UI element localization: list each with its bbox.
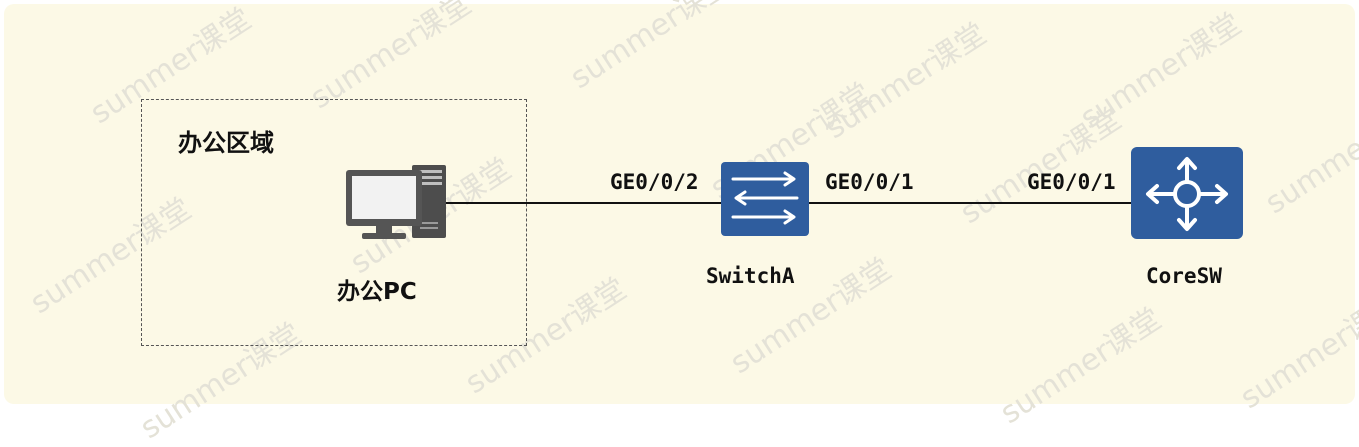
office-area-boundary <box>141 99 527 346</box>
switch-label: SwitchA <box>706 264 795 288</box>
diagram-canvas: summer课堂 summer课堂 summer课堂 summer课堂 summ… <box>4 0 1359 446</box>
area-label: 办公区域 <box>178 129 274 157</box>
switch-port-label-ge0-0-2: GE0/0/2 <box>610 170 699 194</box>
desktop-pc-icon <box>346 165 446 239</box>
switch-icon <box>721 162 809 236</box>
layer3-switch-icon <box>1131 147 1243 239</box>
core-switch-label: CoreSW <box>1146 264 1222 288</box>
diagram-graphics <box>346 147 1243 239</box>
core-port-label-ge0-0-1: GE0/0/1 <box>1027 170 1116 194</box>
switch-port-label-ge0-0-1: GE0/0/1 <box>825 170 914 194</box>
pc-label: 办公PC <box>337 279 417 305</box>
